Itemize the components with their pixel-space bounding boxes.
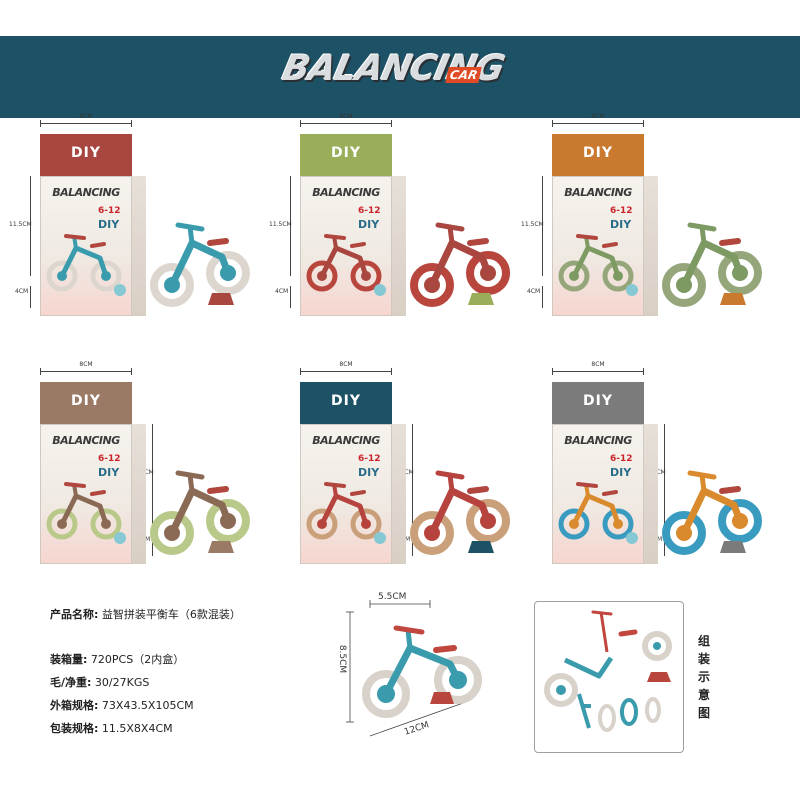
cap-label: DIY — [583, 145, 613, 161]
product-box: BALANCING 6-12 DIY — [300, 424, 392, 564]
box-cap: DIY — [552, 382, 644, 424]
box-age: 6-12 — [358, 454, 381, 464]
width-dimension: 8CM — [552, 361, 644, 380]
spec-dimension-lines — [346, 600, 467, 737]
box-diy: DIY — [610, 466, 632, 479]
depth-dimension: 4CM — [275, 286, 299, 308]
box-bike-icon — [46, 234, 126, 296]
bike-icon — [150, 470, 250, 555]
width-dimension: 8CM — [40, 113, 132, 132]
box-bike-icon — [558, 234, 638, 296]
box-side-panel — [132, 176, 146, 316]
width-dimension: 8CM — [300, 113, 392, 132]
box-title: BALANCING — [564, 434, 632, 447]
box-bike-icon — [306, 482, 386, 544]
box-bike-icon — [558, 482, 638, 544]
box-age: 6-12 — [358, 206, 381, 216]
cap-label: DIY — [71, 145, 101, 161]
cap-label: DIY — [331, 145, 361, 161]
cap-label: DIY — [331, 393, 361, 409]
info-product-name: 产品名称: 益智拼装平衡车（6款混装） — [50, 608, 241, 621]
box-diy: DIY — [98, 218, 120, 231]
product-box: BALANCING 6-12 DIY — [552, 176, 644, 316]
box-diy: DIY — [98, 466, 120, 479]
height-dimension: 11.5CM — [9, 176, 39, 276]
bike-icon — [410, 222, 510, 307]
depth-dimension: 4CM — [15, 286, 39, 308]
spec-bike-diagram: 5.5CM 8.5CM 12CM — [330, 590, 530, 750]
depth-dimension: 4CM — [527, 286, 551, 308]
box-bike-icon — [306, 234, 386, 296]
height-dimension: 11.5CM — [521, 176, 551, 276]
assembly-caption: 组 装 示 意 图 — [697, 634, 710, 720]
package-panel: 8CM 11.5CM 4CM DIY BALANCING 6-12 DIY — [512, 361, 762, 576]
box-age: 6-12 — [98, 206, 121, 216]
width-dimension: 8CM — [552, 113, 644, 132]
package-panel: 8CM 11.5CM 4CM DIY BALANCING 6-12 DIY — [260, 113, 510, 328]
cap-label: DIY — [583, 393, 613, 409]
info-carton-qty: 装箱量: 720PCS（2内盒） — [50, 653, 185, 666]
box-side-panel — [132, 424, 146, 564]
exploded-parts-icon — [544, 610, 672, 732]
info-carton-size: 外箱规格: 73X43.5X105CM — [50, 699, 194, 712]
info-weight: 毛/净重: 30/27KGS — [50, 676, 150, 689]
package-panel: 8CM 11.5CM 4CM DIY BALANCING 6-12 DIY — [0, 361, 250, 576]
package-panel: 8CM 11.5CM 4CM DIY BALANCING 6-12 DIY — [0, 113, 250, 328]
box-diy: DIY — [610, 218, 632, 231]
spec-bike-icon — [362, 625, 482, 718]
product-box: BALANCING 6-12 DIY — [552, 424, 644, 564]
box-side-panel — [644, 424, 658, 564]
bike-icon — [410, 470, 510, 555]
product-box: BALANCING 6-12 DIY — [40, 176, 132, 316]
box-title: BALANCING — [52, 434, 120, 447]
bike-icon — [662, 222, 762, 307]
brand-logo: BALANCING CAR — [279, 47, 508, 107]
box-bike-icon — [46, 482, 126, 544]
package-panel: 8CM 11.5CM 4CM DIY BALANCING 6-12 DIY — [260, 361, 510, 576]
box-title: BALANCING — [312, 434, 380, 447]
box-age: 6-12 — [98, 454, 121, 464]
product-box: BALANCING 6-12 DIY — [300, 176, 392, 316]
box-cap: DIY — [300, 382, 392, 424]
spec-height-label: 8.5CM — [337, 644, 348, 674]
box-cap: DIY — [300, 134, 392, 176]
box-cap: DIY — [40, 382, 132, 424]
box-diy: DIY — [358, 466, 380, 479]
header-banner — [0, 36, 800, 118]
box-age: 6-12 — [610, 454, 633, 464]
box-title: BALANCING — [564, 186, 632, 199]
box-side-panel — [644, 176, 658, 316]
bike-icon — [150, 222, 250, 307]
box-age: 6-12 — [610, 206, 633, 216]
box-diy: DIY — [358, 218, 380, 231]
cap-label: DIY — [71, 393, 101, 409]
box-title: BALANCING — [52, 186, 120, 199]
box-side-panel — [392, 424, 406, 564]
info-package-size: 包装规格: 11.5X8X4CM — [50, 722, 173, 735]
box-side-panel — [392, 176, 406, 316]
spec-width-label: 5.5CM — [378, 592, 407, 602]
bike-icon — [662, 470, 762, 555]
width-dimension: 8CM — [300, 361, 392, 380]
logo-badge: CAR — [445, 67, 483, 83]
box-cap: DIY — [552, 134, 644, 176]
box-cap: DIY — [40, 134, 132, 176]
box-title: BALANCING — [312, 186, 380, 199]
height-dimension: 11.5CM — [269, 176, 299, 276]
package-panel: 8CM 11.5CM 4CM DIY BALANCING 6-12 DIY — [512, 113, 762, 328]
assembly-diagram — [534, 601, 684, 753]
product-box: BALANCING 6-12 DIY — [40, 424, 132, 564]
width-dimension: 8CM — [40, 361, 132, 380]
